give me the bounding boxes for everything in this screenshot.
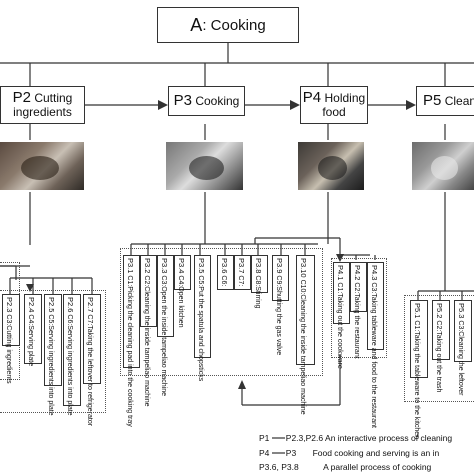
photo-cleaning bbox=[412, 142, 474, 190]
stage-p5: P5 Cleani bbox=[416, 86, 474, 116]
task-p2-3: P2.3 C3:Cutting ingredients bbox=[2, 294, 20, 384]
task-p2-4: P2.4 C4:Serving plate bbox=[24, 294, 42, 366]
title-prefix: A bbox=[190, 14, 203, 35]
stage-label: Cleani bbox=[444, 94, 474, 108]
legend-left: P1 bbox=[259, 433, 270, 443]
p5-group bbox=[404, 295, 474, 402]
task-p3-6: P3.6 C6: bbox=[217, 255, 234, 290]
stage-p2: P2 Cutting ingredients bbox=[0, 86, 85, 124]
task-text: C9:Shutting the gas valve bbox=[275, 275, 282, 356]
task-id: P3.8 bbox=[254, 258, 263, 274]
stage-code: P5 bbox=[423, 92, 442, 109]
stage-label: Holding bbox=[324, 91, 366, 105]
stage-p4: P4 Holding food bbox=[300, 86, 368, 124]
task-text: C8:Stirring bbox=[254, 275, 261, 309]
task-p5-2: P5.2 C2:Taking out the trash bbox=[432, 300, 450, 392]
task-id: P3.3 bbox=[160, 258, 169, 274]
stage-code: P4 bbox=[302, 89, 322, 106]
task-text: C2:Cleaning the inside tampeliao machine bbox=[143, 275, 150, 407]
legend-left: P4 bbox=[259, 448, 270, 458]
task-text: C3:Cleaning the leftover bbox=[457, 320, 464, 396]
task-id: P4.1 bbox=[336, 265, 345, 281]
task-p3-5: P3.5 C5:Put the spatula and chopsticks bbox=[194, 255, 211, 381]
task-id: P5.2 bbox=[435, 303, 444, 319]
task-p2-7: P2.7 C7:Taking the leftover to refrigera… bbox=[83, 294, 101, 426]
task-id: P3.9 bbox=[275, 258, 284, 274]
task-text: C3:Taking tableware and food to the rest… bbox=[370, 282, 377, 428]
task-text: C4:Open kitchen bbox=[177, 275, 184, 328]
task-text: C3:Open the inside tampeliao machine bbox=[160, 275, 167, 397]
task-id: P5.1 bbox=[413, 303, 422, 319]
diagram-title: A: Cooking bbox=[157, 7, 299, 43]
legend-row: P4 P3 Food cooking and serving is an in bbox=[259, 448, 439, 458]
task-p3-9: P3.9 C9:Shutting the gas valve bbox=[272, 255, 289, 355]
task-text: C1:Taking out the cookware bbox=[336, 282, 343, 369]
stage-label: Cooking bbox=[195, 94, 240, 108]
legend-mid: P2.3,P2.6 bbox=[285, 433, 324, 443]
task-p3-4: P3.4 C4:Open kitchen bbox=[174, 255, 191, 328]
photo-cutting bbox=[0, 142, 84, 190]
task-p3-10: P3.10 C10:Cleaning the inside tampeliao … bbox=[296, 255, 315, 415]
task-text: C2:Taking the restaurant bbox=[353, 282, 360, 359]
legend-desc: A parallel process of cooking bbox=[323, 462, 432, 472]
photo-cooking bbox=[166, 142, 243, 190]
legend-row: P3.6, P3.8 A parallel process of cooking bbox=[259, 462, 431, 472]
legend-mid: P3 bbox=[285, 448, 297, 458]
task-text: C5:Put the spatula and chopsticks bbox=[197, 275, 204, 382]
task-text: C1:Taking the tableware to the kitchen bbox=[413, 320, 420, 440]
task-text: C1:Picking the cleaning pad into the coo… bbox=[126, 275, 133, 427]
task-text: C10:Cleaning the inside tampeliao machin… bbox=[299, 279, 306, 415]
task-p4-3: P4.3 C3:Taking tableware and food to the… bbox=[367, 262, 384, 428]
stage-label-2: food bbox=[322, 105, 346, 119]
photo-holding-food bbox=[298, 142, 364, 190]
task-text: C6: bbox=[220, 275, 227, 287]
task-text: C7: bbox=[237, 275, 244, 287]
task-id: P3.5 bbox=[197, 258, 206, 274]
legend-left: P3.6, P3.8 bbox=[259, 462, 299, 472]
task-id: P5.3 bbox=[457, 303, 466, 319]
stage-code: P2 bbox=[12, 89, 31, 106]
task-p4-2: P4.2 C2:Taking the restaurant bbox=[350, 262, 367, 359]
legend-desc: Food cooking and serving is an in bbox=[312, 448, 440, 458]
task-p2-5: P2.5 C5:Serving ingredients into plate bbox=[44, 294, 62, 416]
task-p4-1: P4.1 C1:Taking out the cookware bbox=[333, 262, 350, 369]
task-p5-1: P5.1 C1:Taking the tableware to the kitc… bbox=[410, 300, 428, 439]
task-id: P3.10 bbox=[299, 258, 308, 278]
task-id: P3.1 bbox=[126, 258, 135, 274]
task-p3-8: P3.8 C8:Stirring bbox=[251, 255, 268, 308]
task-id: P4.2 bbox=[353, 265, 362, 281]
stage-label: Cutting bbox=[34, 91, 73, 105]
task-p3-1: P3.1 C1:Picking the cleaning pad into th… bbox=[123, 255, 140, 427]
p3-group bbox=[120, 248, 323, 376]
legend-desc: An interactive process of cleaning bbox=[325, 433, 453, 443]
task-id: P3.4 bbox=[177, 258, 186, 274]
task-p5-3: P5.3 C3:Cleaning the leftover bbox=[454, 300, 472, 396]
task-id: P3.6 bbox=[220, 258, 229, 274]
task-text: C2:Taking out the trash bbox=[435, 320, 442, 393]
task-p3-2: P3.2 C2:Cleaning the inside tampeliao ma… bbox=[140, 255, 157, 407]
p2-items-group bbox=[0, 290, 106, 413]
task-p3-7: P3.7 C7: bbox=[234, 255, 251, 290]
task-id: P3.2 bbox=[143, 258, 152, 274]
stage-code: P3 bbox=[173, 92, 192, 109]
stage-p3: P3 Cooking bbox=[168, 86, 245, 116]
task-p2-6: P2.6 C6:Serving ingredients into plate bbox=[63, 294, 81, 416]
task-id: P4.3 bbox=[370, 265, 379, 281]
task-p3-3: P3.3 C3:Open the inside tampeliao machin… bbox=[157, 255, 174, 396]
task-id: P3.7 bbox=[237, 258, 246, 274]
stage-label-2: ingredients bbox=[13, 105, 72, 119]
p4-group bbox=[331, 258, 387, 358]
legend-row: P1 P2.3,P2.6 An interactive process of c… bbox=[259, 433, 452, 443]
title-label: : Cooking bbox=[202, 16, 266, 34]
